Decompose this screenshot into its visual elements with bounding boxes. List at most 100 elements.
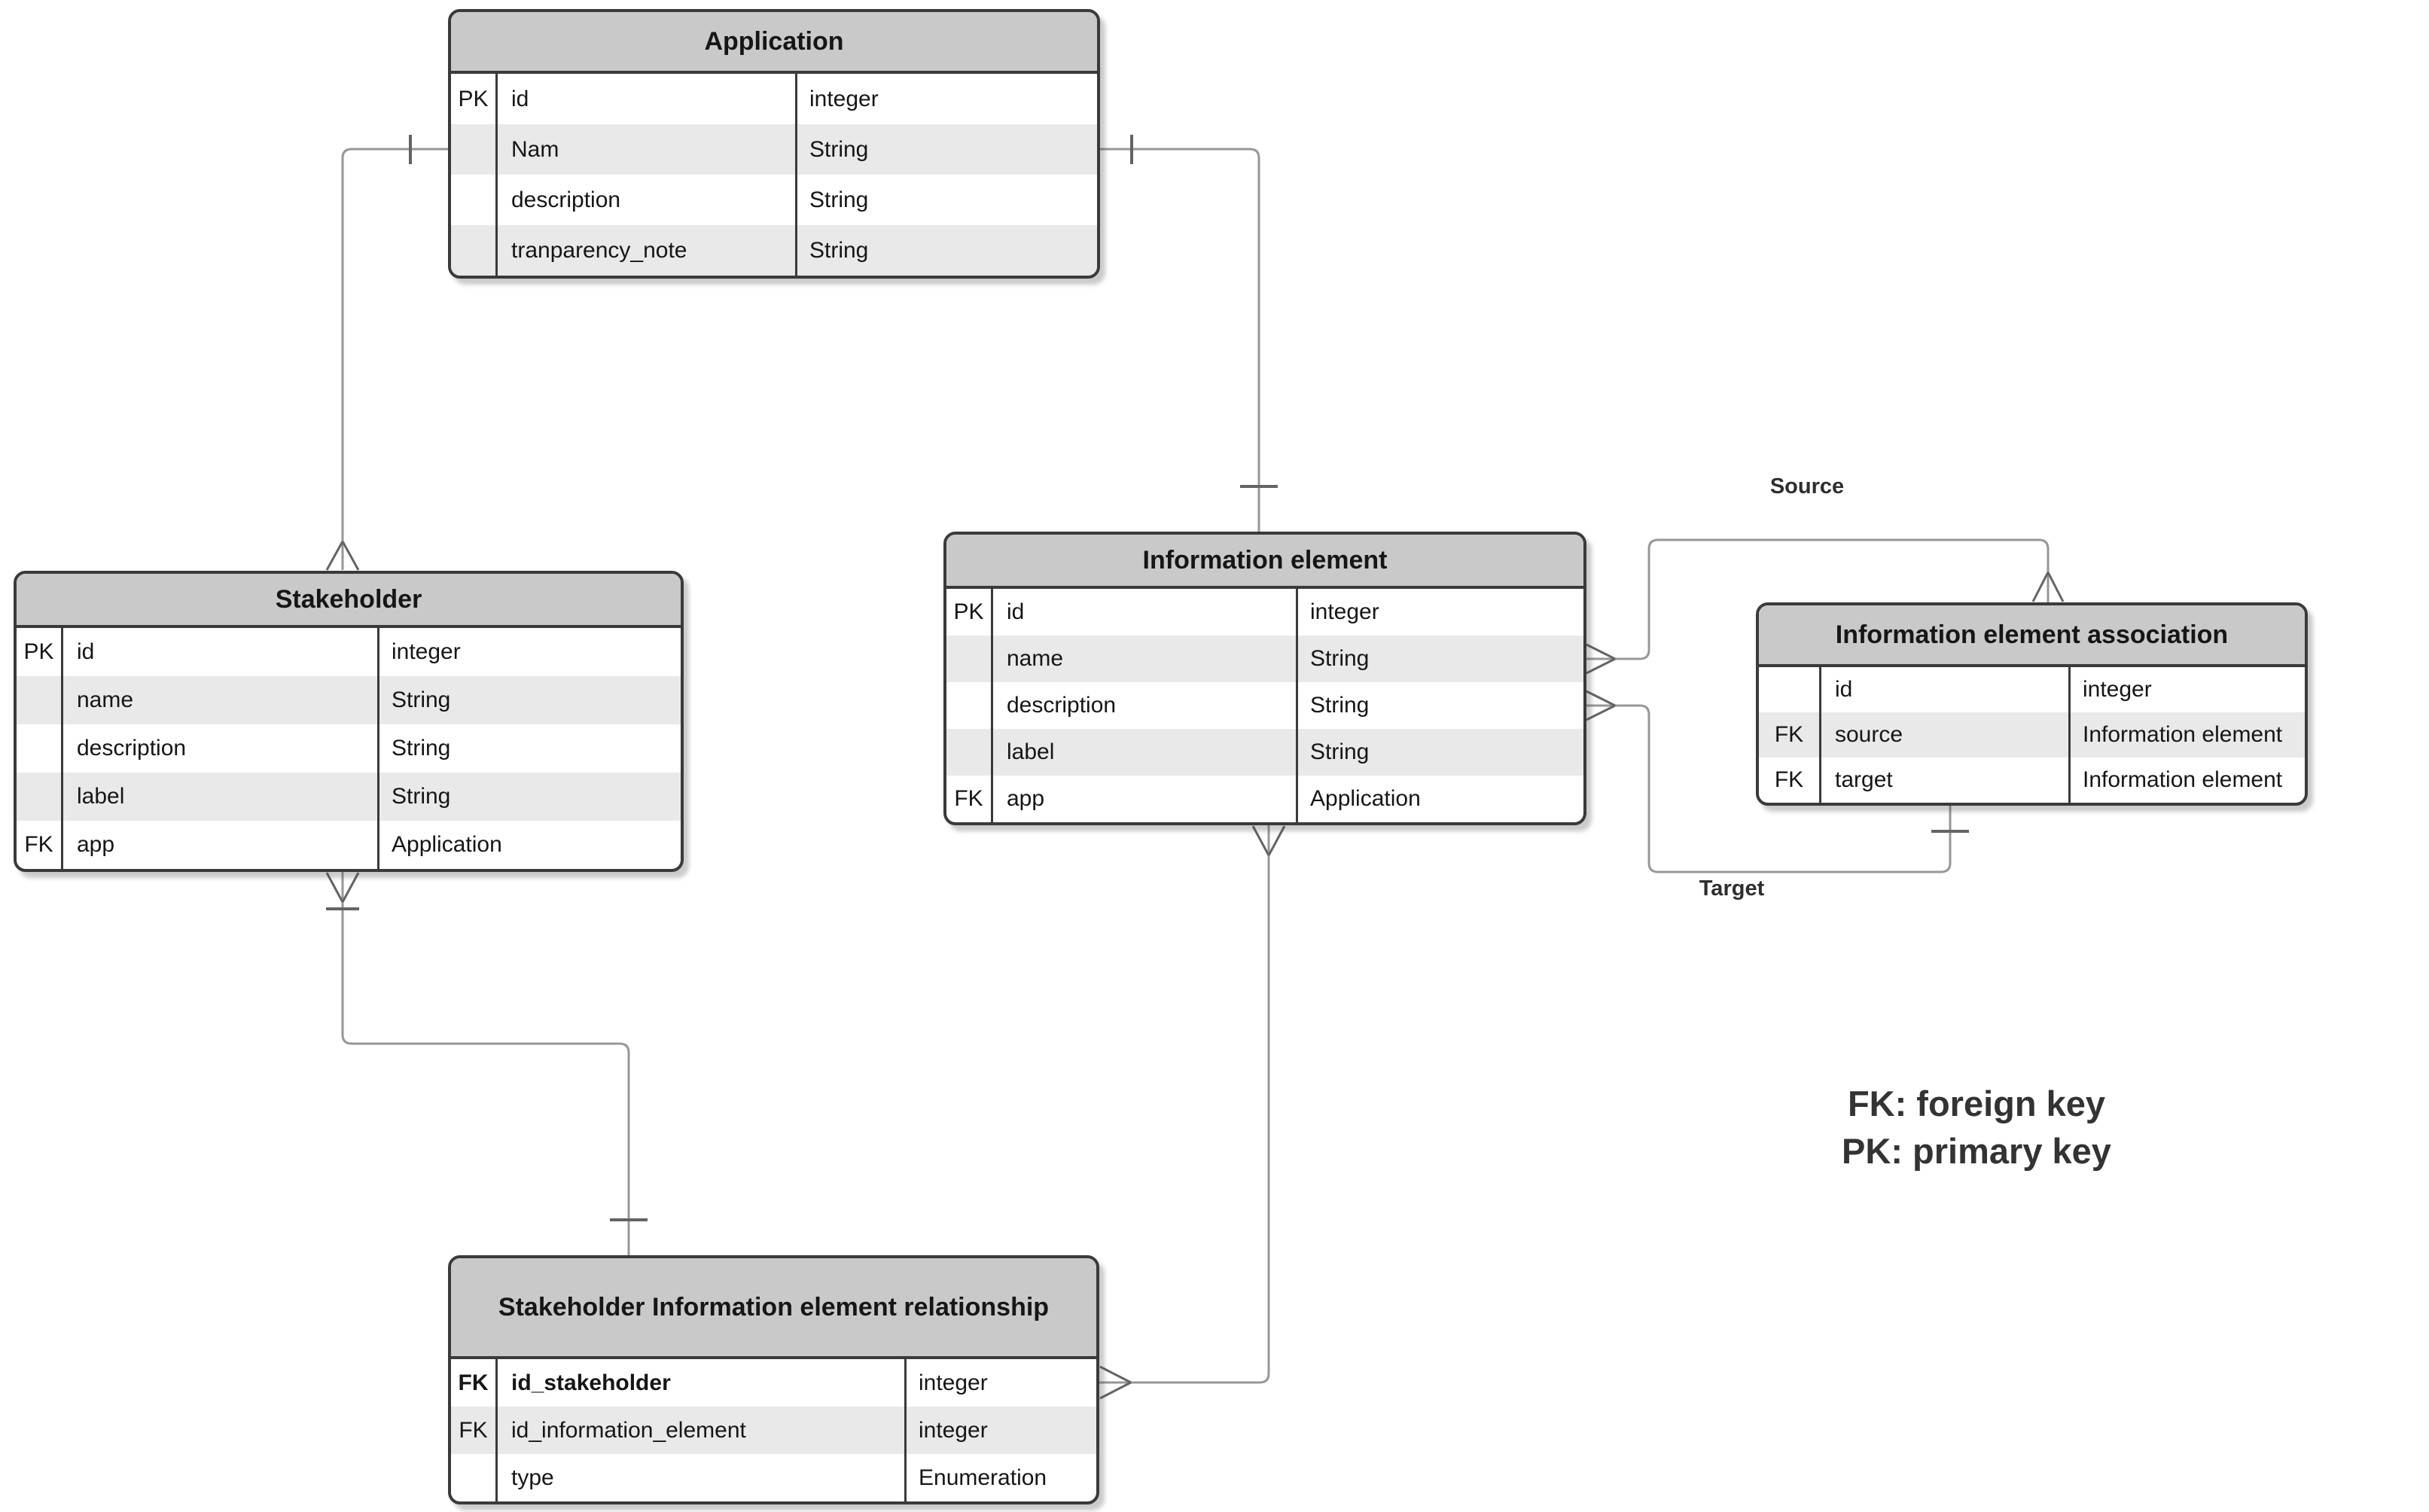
crow-foot-icon <box>1586 690 1616 721</box>
type-cell: Application <box>1310 786 1421 811</box>
name-cell: Nam <box>498 124 797 175</box>
type-cell: integer <box>919 1417 988 1443</box>
table-header: Information element <box>946 535 1583 589</box>
key-cell: FK <box>451 1407 498 1454</box>
crow-foot-icon <box>2031 572 2065 602</box>
crow-foot-icon <box>1251 825 1286 856</box>
table-header: Stakeholder <box>17 574 681 628</box>
table-row: description String <box>17 724 681 773</box>
target-edge-label: Target <box>1699 876 1765 901</box>
type-cell: String <box>1310 646 1370 671</box>
entity-table-stakeholder-information-element-relationship: Stakeholder Information element relation… <box>448 1255 1099 1504</box>
legend-fk-line: FK: foreign key <box>1847 1084 2106 1123</box>
edge-target <box>1586 690 1969 873</box>
edge-application-stakeholder <box>325 135 448 571</box>
key-cell: FK <box>1759 712 1821 758</box>
name-cell: id_information_element <box>498 1407 907 1454</box>
type-cell: String <box>1310 693 1370 718</box>
edge-information-element-relationship <box>1099 825 1286 1400</box>
name-cell: source <box>1821 712 2071 758</box>
key-cell <box>451 1454 498 1501</box>
key-cell <box>17 724 63 773</box>
legend-pk-line: PK: primary key <box>1842 1131 2111 1171</box>
key-cell <box>451 124 498 175</box>
name-cell: target <box>1821 758 2071 803</box>
edge-application-information-element <box>1100 135 1278 532</box>
key-cell <box>451 225 498 276</box>
table-title: Information element association <box>1835 620 2229 649</box>
type-cell: integer <box>392 639 461 664</box>
key-cell: FK <box>451 1359 498 1407</box>
key-cell <box>946 682 993 729</box>
table-title: Application <box>704 26 844 56</box>
name-cell: id_stakeholder <box>498 1359 907 1407</box>
crow-foot-icon <box>325 541 360 571</box>
table-header: Stakeholder Information element relation… <box>451 1258 1096 1359</box>
name-cell: type <box>498 1454 907 1501</box>
table-row: name String <box>17 676 681 724</box>
key-cell <box>946 729 993 776</box>
type-cell: integer <box>2083 677 2152 702</box>
key-cell <box>1759 667 1821 712</box>
table-header: Information element association <box>1759 605 2305 667</box>
name-cell: name <box>63 676 379 724</box>
crow-foot-icon <box>1099 1365 1132 1400</box>
key-cell <box>946 636 993 682</box>
table-row: name String <box>946 636 1583 682</box>
key-cell: FK <box>17 821 63 869</box>
type-cell: String <box>392 687 451 712</box>
type-cell: String <box>809 136 869 162</box>
type-cell: String <box>392 784 451 809</box>
name-cell: app <box>63 821 379 869</box>
name-cell: id <box>498 74 797 124</box>
key-cell <box>451 175 498 225</box>
key-cell: PK <box>451 74 498 124</box>
type-cell: integer <box>919 1370 988 1395</box>
name-cell: description <box>63 724 379 773</box>
key-cell: FK <box>946 776 993 822</box>
type-cell: Enumeration <box>919 1465 1047 1490</box>
table-row: description String <box>451 175 1097 225</box>
key-cell: FK <box>1759 758 1821 803</box>
key-cell: PK <box>946 589 993 636</box>
crow-foot-icon <box>325 872 360 903</box>
name-cell: description <box>498 175 797 225</box>
type-cell: String <box>809 187 869 212</box>
key-legend: FK: foreign key PK: primary key <box>1796 1080 2157 1175</box>
name-cell: id <box>63 628 379 676</box>
table-title: Stakeholder Information element relation… <box>498 1292 1050 1321</box>
name-cell: label <box>993 729 1298 776</box>
name-cell: label <box>63 773 379 821</box>
type-cell: String <box>1310 739 1370 764</box>
table-row: Nam String <box>451 124 1097 175</box>
table-header: Application <box>451 12 1097 74</box>
edge-source <box>1586 538 2065 675</box>
key-cell <box>17 676 63 724</box>
name-cell: id <box>1821 667 2071 712</box>
type-cell: String <box>392 736 451 761</box>
table-row: label String <box>946 729 1583 776</box>
crow-foot-icon <box>1586 643 1616 675</box>
name-cell: tranparency_note <box>498 225 797 276</box>
name-cell: app <box>993 776 1298 822</box>
source-edge-label: Source <box>1769 474 1845 498</box>
type-cell: integer <box>809 86 879 111</box>
table-row: id integer <box>1759 667 2305 712</box>
key-cell: PK <box>17 628 63 676</box>
type-cell: Information element <box>2083 767 2283 792</box>
name-cell: name <box>993 636 1298 682</box>
